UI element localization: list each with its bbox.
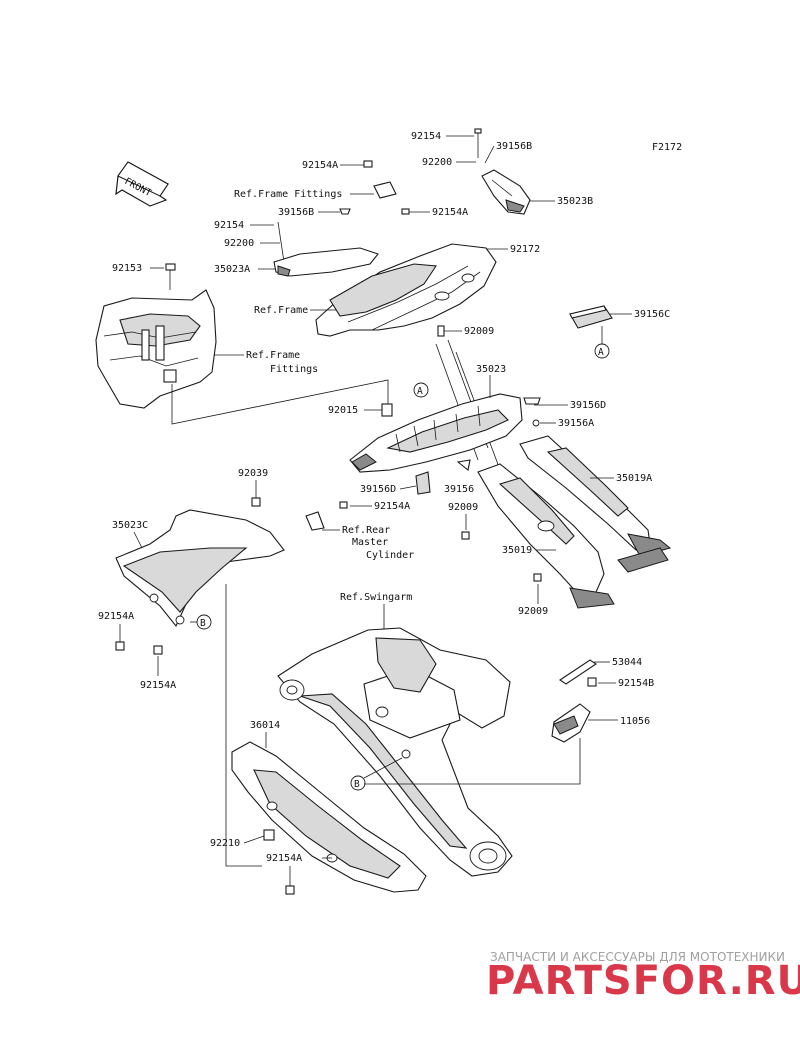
label-ref-frame-fittings-left-2: Fittings [270, 364, 318, 375]
label-ref-frame: Ref.Frame [254, 305, 308, 316]
chain-cover-36014 [231, 741, 427, 893]
label-92009-mid: 92009 [448, 502, 478, 513]
bracket-35019 [477, 463, 669, 609]
guard-35023C [115, 509, 285, 628]
ref-marker-a-right-label: A [598, 347, 604, 358]
rear-subframe [315, 243, 497, 337]
label-35023C: 35023C [112, 520, 148, 531]
label-35019: 35019 [502, 545, 532, 556]
bolt-92154A-center [339, 501, 348, 509]
label-92154A-bottom: 92154A [266, 853, 302, 864]
pin-53044 [559, 659, 597, 685]
ref-marker-b-left-label: B [200, 618, 206, 629]
label-35023A: 35023A [214, 264, 250, 275]
label-92015: 92015 [328, 405, 358, 416]
ref-marker-b-center [350, 775, 366, 791]
label-ref-frame-fittings-left-1: Ref.Frame [246, 350, 300, 361]
watermark-tagline: ЗАПЧАСТИ И АКСЕССУАРЫ ДЛЯ МОТОТЕХНИКИ [490, 950, 785, 964]
bolt-92154A-left [115, 641, 125, 651]
bolt-92154A-mid [401, 208, 410, 215]
pad-39156D-low [415, 471, 431, 495]
pad-39156 [456, 459, 471, 471]
bolt-92154B [587, 677, 597, 687]
watermark-brand: PARTSFOR.RU [486, 958, 800, 1004]
pad-39156C [569, 305, 613, 329]
cover-35023B [481, 169, 531, 215]
label-92172: 92172 [510, 244, 540, 255]
front-arrow-icon: FRONT [115, 161, 169, 207]
bolt-92153 [165, 263, 176, 290]
swingarm [277, 627, 513, 877]
bolt-92009-low [533, 573, 542, 582]
frame-fittings-left [95, 289, 217, 409]
label-35023: 35023 [476, 364, 506, 375]
undertray-35023 [349, 393, 523, 473]
cover-35023A [273, 247, 379, 277]
label-92154A-left: 92154A [98, 611, 134, 622]
label-92154A-center: 92154A [374, 501, 410, 512]
bolt-92009-top [437, 325, 445, 337]
label-92154A-left2: 92154A [140, 680, 176, 691]
pad-39156D-right [523, 397, 541, 405]
label-92009-low: 92009 [518, 606, 548, 617]
label-92154-left: 92154 [214, 220, 244, 231]
label-92009-top: 92009 [464, 326, 494, 337]
label-92200-left: 92200 [224, 238, 254, 249]
label-92153: 92153 [112, 263, 142, 274]
bolt-92154A-top [363, 160, 373, 168]
bolt-92154-top [474, 128, 482, 158]
label-92154B: 92154B [618, 678, 654, 689]
label-92154A-top: 92154A [302, 160, 338, 171]
label-92039: 92039 [238, 468, 268, 479]
bolt-92009-mid [461, 531, 470, 540]
pad-39156B-mid [339, 208, 351, 215]
label-39156D-right: 39156D [570, 400, 606, 411]
bolt-92154A-left2 [153, 645, 163, 655]
ref-marker-a-center-label: A [417, 386, 423, 397]
ref-marker-a-center [413, 382, 429, 398]
nut-92039 [251, 497, 261, 507]
label-39156A: 39156A [558, 418, 594, 429]
label-35019A: 35019A [616, 473, 652, 484]
rear-master-cylinder [305, 511, 325, 531]
figure-code: F2172 [652, 142, 682, 153]
label-92200-top: 92200 [422, 157, 452, 168]
label-53044: 53044 [612, 657, 642, 668]
label-ref-frame-fittings-top: Ref.Frame Fittings [234, 189, 342, 200]
bolt-92154A-bottom [285, 885, 295, 895]
pad-39156A [532, 419, 540, 427]
label-ref-rear-master-2: Master [352, 537, 388, 548]
label-92210: 92210 [210, 838, 240, 849]
label-39156B-top: 39156B [496, 141, 532, 152]
bracket-11056 [551, 703, 591, 743]
label-ref-swingarm: Ref.Swingarm [340, 592, 412, 603]
label-92154-top: 92154 [411, 131, 441, 142]
label-ref-rear-master-1: Ref.Rear [342, 525, 390, 536]
label-ref-rear-master-3: Cylinder [366, 550, 414, 561]
frame-fitting-top [373, 181, 397, 199]
label-39156B-mid: 39156B [278, 207, 314, 218]
label-39156D-low: 39156D [360, 484, 396, 495]
ref-marker-b-center-label: B [354, 779, 360, 790]
label-39156C: 39156C [634, 309, 670, 320]
ref-marker-a-right [594, 343, 610, 359]
label-35023B: 35023B [557, 196, 593, 207]
collar-92210 [263, 829, 275, 841]
label-36014: 36014 [250, 720, 280, 731]
label-11056: 11056 [620, 716, 650, 727]
label-92154A-mid: 92154A [432, 207, 468, 218]
grommet-92015 [381, 403, 393, 417]
label-39156: 39156 [444, 484, 474, 495]
